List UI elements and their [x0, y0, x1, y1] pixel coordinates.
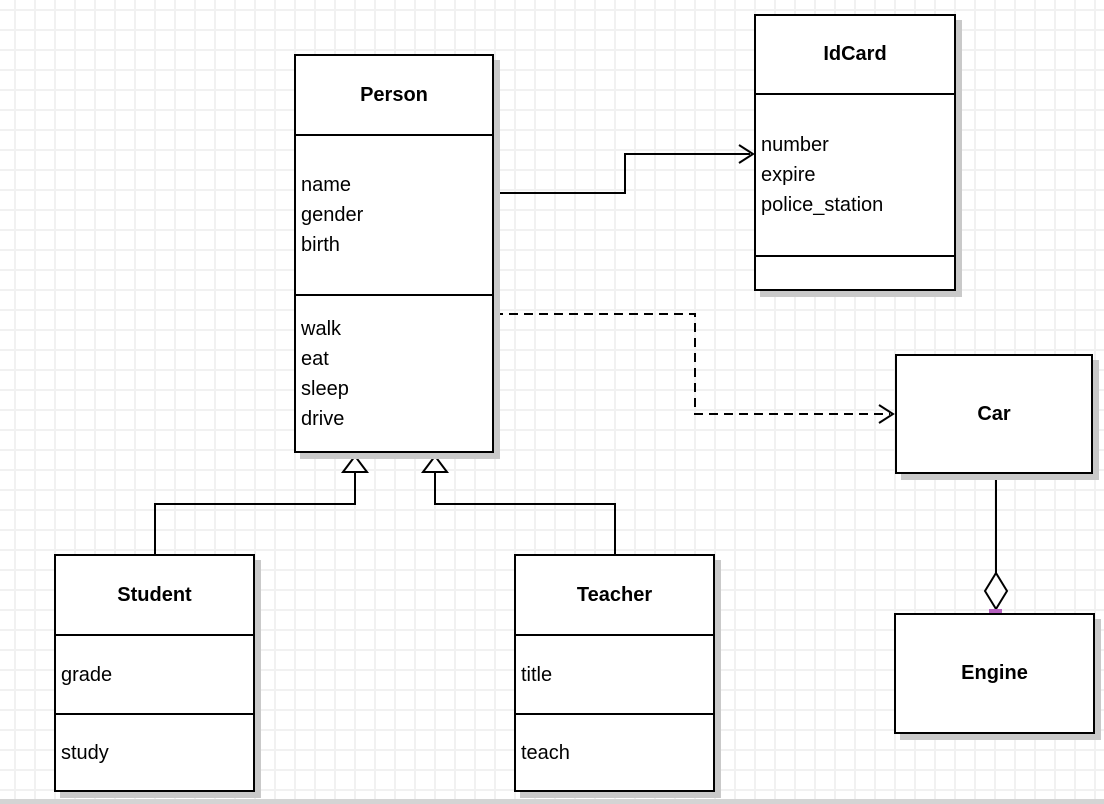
class-box-person[interactable]: Person name gender birth walk eat sleep …: [294, 54, 494, 453]
connector-car-engine[interactable]: [983, 461, 1009, 622]
connector-student-person[interactable]: [154, 454, 369, 554]
open-arrowhead: [878, 404, 895, 424]
attribute: name: [301, 174, 352, 196]
method: eat: [301, 347, 329, 370]
class-title-car: Car: [977, 402, 1011, 425]
method: drive: [301, 407, 345, 430]
class-box-car[interactable]: Car: [895, 354, 1093, 474]
hollow-triangle-arrowhead: [421, 454, 449, 473]
method: study: [61, 741, 109, 764]
class-title-idcard: IdCard: [823, 43, 887, 65]
method: teach: [521, 741, 570, 764]
idcard-attributes-section: number expire police_station: [756, 93, 954, 255]
class-box-engine[interactable]: Engine: [894, 613, 1095, 734]
attribute: grade: [61, 663, 113, 686]
student-methods-section: study: [56, 713, 253, 790]
hollow-triangle-arrowhead: [341, 454, 369, 473]
student-attributes-section: grade: [56, 634, 253, 713]
class-title-student: Student: [117, 583, 192, 606]
attribute: gender: [301, 204, 364, 226]
class-box-idcard[interactable]: IdCard number expire police_station: [754, 14, 956, 291]
attribute: expire: [761, 164, 816, 186]
teacher-attributes-section: title: [516, 634, 713, 713]
attribute: birth: [301, 234, 340, 256]
connector-teacher-person[interactable]: [421, 454, 616, 554]
class-box-student[interactable]: Student grade study: [54, 554, 255, 792]
method: sleep: [301, 377, 349, 400]
attribute: number: [761, 134, 829, 156]
connector-person-car[interactable]: [494, 313, 895, 424]
method: walk: [301, 317, 342, 340]
open-arrowhead: [738, 144, 755, 164]
canvas-bottom-edge: [0, 799, 1104, 804]
attribute: police_station: [761, 194, 884, 216]
attribute: title: [521, 663, 553, 686]
class-title-teacher: Teacher: [576, 583, 653, 606]
class-title-engine: Engine: [961, 662, 1028, 684]
person-methods-section: walk eat sleep drive: [296, 294, 492, 451]
teacher-methods-section: teach: [516, 713, 713, 790]
class-box-teacher[interactable]: Teacher title teach: [514, 554, 715, 792]
person-attributes-section: name gender birth: [296, 134, 492, 294]
connector-person-idcard[interactable]: [494, 144, 755, 194]
aggregation-diamond: [983, 571, 1009, 611]
class-title-person: Person: [360, 83, 428, 106]
idcard-methods-section: [756, 255, 954, 289]
